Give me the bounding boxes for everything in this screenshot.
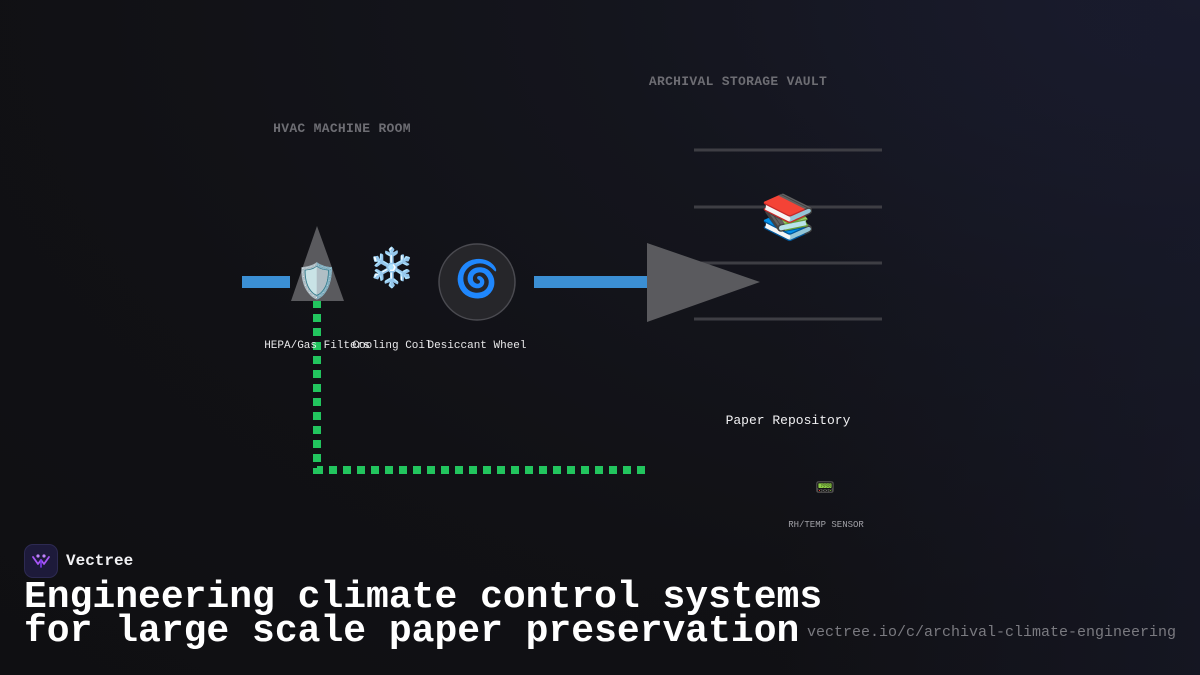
books-icon: 📚 [761,192,816,243]
brand: Vectree [24,544,133,578]
cooling-coil-label: Cooling Coil [352,340,431,352]
archival-storage-vault-label: ARCHIVAL STORAGE VAULT [649,74,827,89]
desiccant-wheel-label: Desiccant Wheel [427,340,526,352]
cyclone-icon: 🌀 [455,257,500,300]
vault-shelves [694,148,882,321]
filter-housing-shape [291,226,344,301]
pager-icon: 📟 [815,478,835,497]
hvac-machine-room-label: HVAC MACHINE ROOM [273,121,411,136]
source-url: vectree.io/c/archival-climate-engineerin… [806,624,1176,641]
sensor-label: RH/TEMP SENSOR [788,520,864,530]
climate-control-diagram: HVAC MACHINE ROOM ARCHIVAL STORAGE VAULT… [242,74,882,530]
headline: Engineering climate control systems for … [24,579,824,651]
desiccant-wheel-housing [438,243,516,321]
filters-label: HEPA/Gas Filters [264,340,370,352]
return-air-duct [313,300,648,474]
vectree-logo-icon [24,544,58,578]
headline-line-2: for large scale paper preservation [24,610,800,653]
airflow-arrow [647,243,760,322]
snowflake-icon: ❄️ [368,246,415,290]
paper-repository-label: Paper Repository [726,413,851,428]
headline-line-1: Engineering climate control systems [24,576,823,619]
vectree-logo-mark [32,554,50,568]
brand-name: Vectree [66,552,134,570]
shield-icon: 🛡️ [296,262,338,302]
